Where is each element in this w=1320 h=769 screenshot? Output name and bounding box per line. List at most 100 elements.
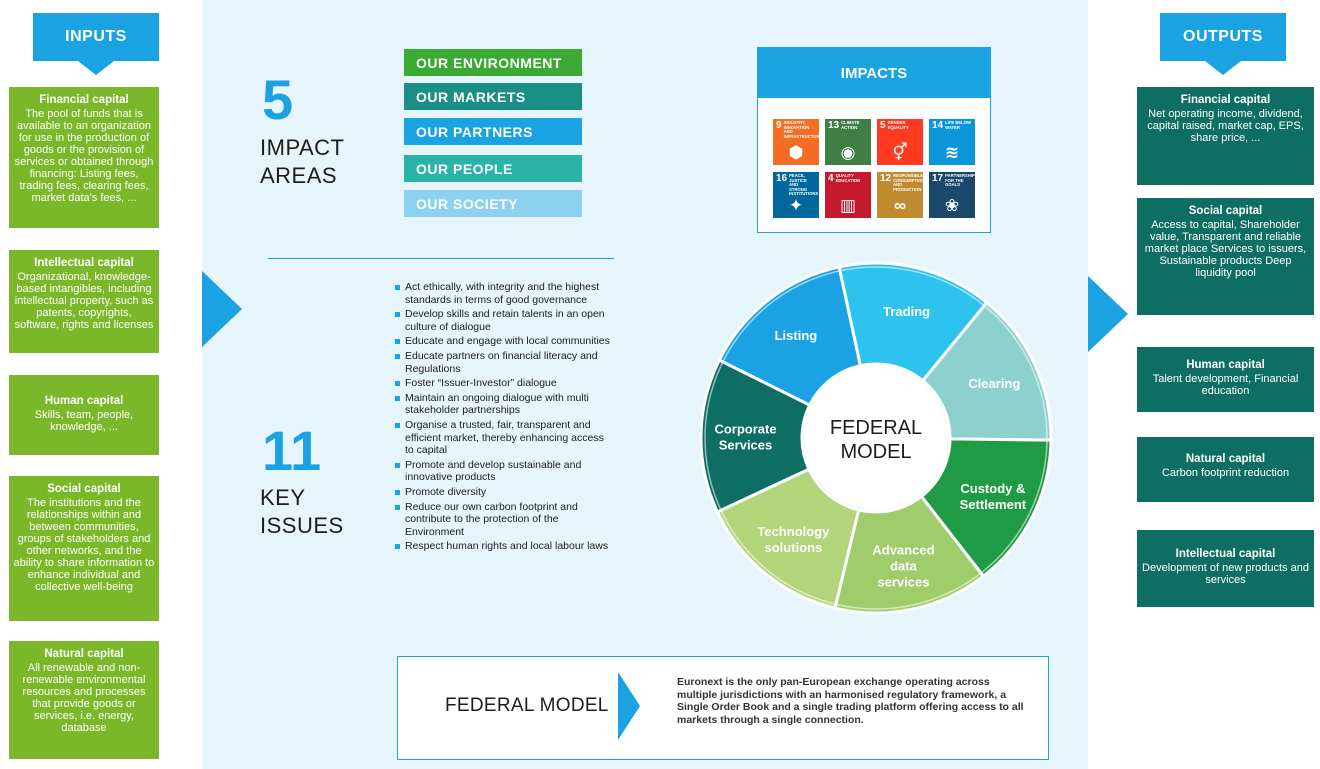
key-issues-list: Act ethically, with integrity and the hi…	[395, 281, 615, 555]
output-text: Talent development, Financial education	[1152, 373, 1299, 397]
wheel-segment-label: Clearing	[968, 376, 1020, 391]
outputs-header: OUTPUTS	[1160, 13, 1286, 61]
wheel-center	[804, 366, 948, 510]
sdg-number: 5	[880, 120, 886, 131]
input-text: All renewable and non-renewable environm…	[22, 662, 146, 734]
impact-areas-label-line2: AREAS	[260, 163, 338, 188]
key-issue-item: Develop skills and retain talents in an …	[395, 308, 615, 333]
output-human-capital: Human capital Talent development, Financ…	[1137, 347, 1314, 412]
sdg-label: PEACE, JUSTICE AND STRONG INSTITUTIONS	[789, 173, 819, 197]
sdg-number: 4	[828, 173, 834, 184]
wheel-ring	[704, 266, 1048, 610]
cubes-icon: ⬢	[788, 143, 804, 162]
output-title: Human capital	[1186, 359, 1265, 371]
sdg-label: INDUSTRY, INNOVATION AND INFRASTRUCTURE	[783, 120, 819, 139]
output-text: Access to capital, Shareholder value, Tr…	[1144, 219, 1307, 279]
output-text: Development of new products and services	[1142, 562, 1309, 586]
input-text: The pool of funds that is available to a…	[14, 108, 154, 204]
input-title: Financial capital	[39, 94, 129, 106]
key-issue-item: Educate and engage with local communitie…	[395, 335, 615, 348]
impact-area: OUR PEOPLE	[404, 155, 582, 182]
impact-area: OUR ENVIRONMENT	[404, 49, 582, 76]
inputs-flow-arrow	[202, 271, 242, 347]
sdg-number: 14	[932, 120, 944, 131]
impacts-title: IMPACTS	[758, 48, 990, 98]
output-text: Carbon footprint reduction	[1161, 467, 1290, 479]
inputs-header: INPUTS	[33, 13, 159, 61]
federal-model-title: FEDERAL MODEL	[445, 695, 609, 716]
input-text: Organizational, knowledge-based intangib…	[14, 271, 154, 331]
wheel-segment	[699, 358, 812, 514]
sdg-number: 17	[932, 173, 944, 184]
input-title: Natural capital	[44, 648, 124, 660]
outputs-header-pointer	[1205, 61, 1241, 75]
federal-model-description: Euronext is the only pan-European exchan…	[677, 676, 1024, 726]
key-issue-item: Promote diversity	[395, 486, 615, 499]
wheel-segment	[717, 265, 863, 408]
key-issue-item: Maintain an ongoing dialogue with multi …	[395, 392, 615, 417]
eye-globe-icon: ◉	[840, 143, 856, 162]
key-issue-item: Respect human rights and local labour la…	[395, 540, 615, 553]
output-social-capital: Social capital Access to capital, Shareh…	[1137, 198, 1314, 315]
output-title: Intellectual capital	[1175, 548, 1276, 560]
impact-areas-label-line1: IMPACT	[260, 135, 345, 160]
impact-area: OUR PARTNERS	[404, 118, 582, 145]
inputs-header-pointer	[78, 61, 114, 75]
key-issues-number: 11	[262, 419, 322, 482]
output-title: Financial capital	[1180, 94, 1271, 106]
input-title: Intellectual capital	[34, 257, 134, 269]
key-issues-label-line2: ISSUES	[260, 513, 344, 538]
sdg-number: 9	[776, 120, 782, 131]
sdg-label: CLIMATE ACTION	[841, 120, 860, 130]
infinity-icon: ∞	[893, 196, 907, 215]
impact-area: OUR SOCIETY	[404, 190, 582, 217]
sdg-number: 13	[828, 120, 840, 131]
wheel-segment	[919, 437, 1053, 579]
sdg-number: 12	[880, 173, 892, 184]
input-intellectual-capital: Intellectual capital Organizational, kno…	[9, 250, 159, 353]
sdg-label: PARTNERSHIPS FOR THE GOALS	[945, 173, 975, 188]
federal-model-box	[397, 656, 1049, 760]
sdg-label: GENDER EQUALITY	[887, 120, 909, 130]
input-title: Social capital	[47, 483, 121, 495]
wheel-segment	[715, 467, 861, 610]
gender-icon: ⚥	[892, 143, 908, 162]
key-issue-item: Organise a trusted, fair, transparent an…	[395, 419, 615, 457]
input-title: Human capital	[44, 395, 124, 407]
input-social-capital: Social capital The institutions and the …	[9, 476, 159, 621]
fish-icon: ≋	[944, 143, 960, 162]
book-icon: ▥	[839, 196, 857, 215]
key-issue-item: Educate partners on financial literacy a…	[395, 350, 615, 375]
key-issue-item: Act ethically, with integrity and the hi…	[395, 281, 615, 306]
output-title: Social capital	[1188, 205, 1263, 217]
wheel-segment	[833, 494, 986, 615]
federal-model-arrow	[618, 672, 640, 740]
dove-icon: ✦	[788, 196, 804, 215]
key-issue-item: Promote and develop sustainable and inno…	[395, 459, 615, 484]
sdg-number: 16	[776, 173, 788, 184]
impact-area: OUR MARKETS	[404, 83, 582, 110]
sdg-label: RESPONSIBLE CONSUMPTION AND PRODUCTION	[893, 173, 923, 192]
input-text: The institutions and the relationships w…	[13, 497, 155, 593]
key-issue-item: Foster “Issuer-Investor” dialogue	[395, 377, 615, 390]
key-issue-item: Reduce our own carbon footprint and cont…	[395, 501, 615, 539]
output-text: Net operating income, dividend, capital …	[1147, 108, 1304, 144]
wheel-segment	[837, 261, 989, 383]
outputs-flow-arrow	[1088, 276, 1128, 352]
output-natural-capital: Natural capital Carbon footprint reducti…	[1137, 437, 1314, 502]
input-financial-capital: Financial capital The pool of funds that…	[9, 87, 159, 228]
sdg-label: QUALITY EDUCATION	[835, 173, 861, 183]
output-intellectual-capital: Intellectual capital Development of new …	[1137, 530, 1314, 607]
section-divider	[268, 258, 614, 259]
